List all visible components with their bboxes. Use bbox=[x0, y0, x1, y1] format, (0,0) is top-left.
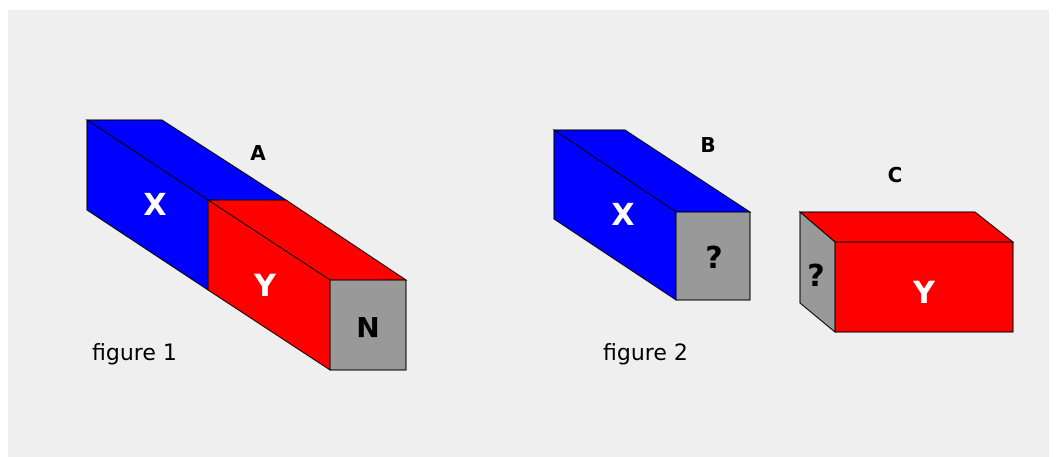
piece-b-end-face bbox=[675, 211, 751, 301]
figure-2-caption: figure 2 bbox=[603, 341, 688, 366]
magnet-a-left-pole-label: X bbox=[143, 188, 166, 223]
piece-b-end-label: ? bbox=[705, 241, 722, 276]
magnet-a-end-label: N bbox=[356, 311, 379, 344]
piece-c-top-face bbox=[798, 211, 1015, 243]
piece-b-pole-label: X bbox=[611, 198, 634, 233]
piece-c-pole-label: Y bbox=[912, 276, 936, 311]
magnet-a-label: A bbox=[250, 141, 266, 165]
piece-c-end-label: ? bbox=[807, 259, 824, 294]
piece-c-front-face bbox=[834, 241, 1014, 333]
figure-1: A X Y N figure 1 bbox=[85, 119, 408, 371]
figure-1-caption: figure 1 bbox=[92, 341, 177, 366]
figure-2-piece-b: B X ? bbox=[552, 129, 752, 301]
piece-b-label: B bbox=[700, 133, 715, 157]
magnet-a-right-pole-label: Y bbox=[253, 269, 277, 304]
magnet-a-end-face bbox=[329, 279, 407, 371]
piece-c-label: C bbox=[888, 163, 903, 187]
figure-2-piece-c: C ? Y bbox=[798, 163, 1015, 334]
